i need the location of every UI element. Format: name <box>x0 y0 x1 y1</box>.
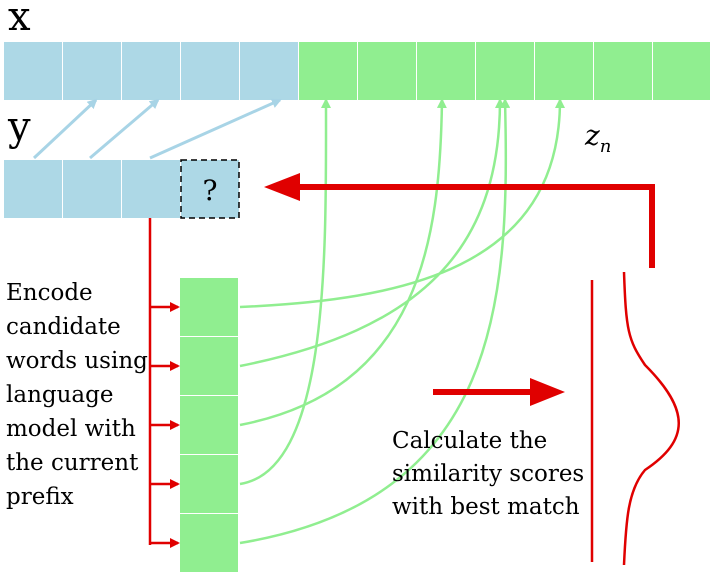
encode-line-4: language <box>6 382 113 408</box>
encode-line-2: candidate <box>6 314 121 340</box>
x-cell-8 <box>417 42 475 100</box>
match-curve-3 <box>239 98 447 427</box>
encode-line-7: prefix <box>6 484 74 510</box>
match-curve-2 <box>239 98 505 368</box>
encode-line-1: Encode <box>6 280 93 306</box>
align-arrow-3 <box>149 98 282 160</box>
align-arrow-1 <box>32 98 98 160</box>
unknown-dashed-box <box>180 159 240 219</box>
similarity-line-3: with best match <box>392 494 580 520</box>
zn-base: z <box>584 119 600 152</box>
x-cell-2 <box>63 42 121 100</box>
x-cell-10 <box>535 42 593 100</box>
y-cell-unknown <box>181 160 239 218</box>
x-cell-6 <box>299 42 357 100</box>
x-cell-11 <box>594 42 652 100</box>
alignment-arrows <box>32 98 282 160</box>
similarity-plot <box>590 271 680 566</box>
x-sequence <box>4 42 710 100</box>
x-cell-12 <box>653 42 710 100</box>
feedback-arrow <box>264 173 655 268</box>
candidate-cell-4 <box>180 455 238 513</box>
match-curve-1 <box>239 98 565 309</box>
encode-line-6: the current <box>6 450 139 476</box>
match-curve-4 <box>239 98 332 486</box>
similarity-caption: Calculate the similarity scores with bes… <box>392 428 584 520</box>
x-cell-9 <box>476 42 534 100</box>
y-cell-2 <box>63 160 121 218</box>
encode-caption: Encode candidate words using language mo… <box>6 280 148 510</box>
encode-line-5: model with <box>6 416 136 442</box>
candidate-cell-5 <box>180 514 238 572</box>
candidate-cell-3 <box>180 396 238 454</box>
x-cell-5 <box>240 42 298 100</box>
similarity-arrow <box>433 378 565 406</box>
y-cell-1 <box>4 160 62 218</box>
x-cell-3 <box>122 42 180 100</box>
x-label: x <box>8 0 31 40</box>
candidate-cell-1 <box>180 278 238 336</box>
candidate-column <box>180 278 238 572</box>
similarity-line-1: Calculate the <box>392 428 547 454</box>
unknown-mark: ? <box>202 174 217 207</box>
zn-label: zn <box>584 119 611 157</box>
y-sequence: ? <box>4 159 240 219</box>
align-arrow-2 <box>89 98 160 160</box>
encode-bracket <box>148 218 180 548</box>
encode-line-3: words using <box>6 348 148 374</box>
y-cell-3 <box>122 160 180 218</box>
candidate-cell-2 <box>180 337 238 395</box>
x-cell-4 <box>181 42 239 100</box>
y-label: y <box>7 104 31 150</box>
distribution-curve <box>622 271 680 566</box>
x-cell-1 <box>4 42 62 100</box>
zn-sub: n <box>600 136 612 157</box>
similarity-line-2: similarity scores <box>392 461 584 487</box>
x-cell-7 <box>358 42 416 100</box>
